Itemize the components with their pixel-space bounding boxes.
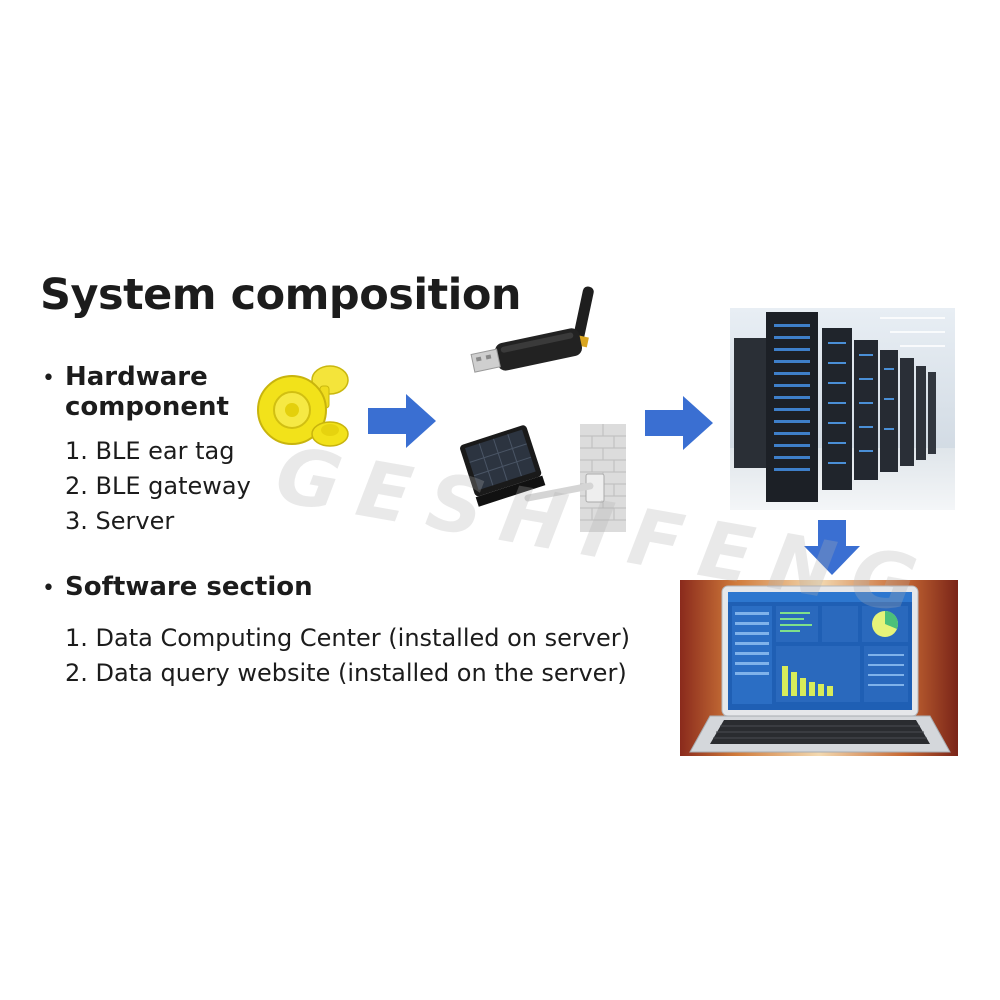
arrow-right-icon [645, 396, 713, 450]
ear-tag-image [257, 365, 349, 447]
software-heading: Software section [65, 572, 313, 602]
laptop-dashboard-image [680, 580, 958, 756]
hardware-item-1: 1. BLE ear tag [65, 437, 235, 465]
solar-gateway-image [460, 424, 626, 532]
usb-gateway-image [470, 286, 594, 373]
software-item-2: 2. Data query website (installed on the … [65, 659, 627, 687]
arrow-down-icon [804, 520, 860, 575]
arrow-right-icon [368, 394, 436, 448]
hardware-heading: Hardware component [65, 362, 229, 422]
bullet-hardware: • [42, 366, 55, 391]
hardware-heading-line1: Hardware [65, 362, 208, 392]
software-item-1: 1. Data Computing Center (installed on s… [65, 624, 630, 652]
hardware-heading-line2: component [65, 392, 229, 422]
hardware-item-3: 3. Server [65, 507, 175, 535]
hardware-item-2: 2. BLE gateway [65, 472, 251, 500]
bullet-software: • [42, 576, 55, 601]
page-title: System composition [40, 270, 522, 320]
server-room-image [730, 308, 955, 510]
